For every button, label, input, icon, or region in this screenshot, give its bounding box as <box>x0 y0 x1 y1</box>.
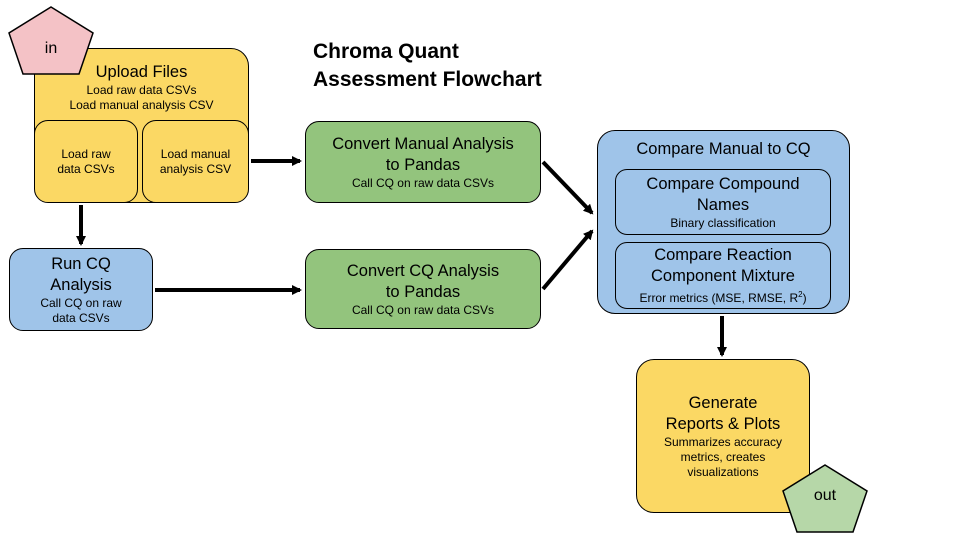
compare-names-desc: Binary classification <box>670 215 776 230</box>
convert-cq-desc: Call CQ on raw data CSVs <box>351 302 495 317</box>
title-line-2: Assessment Flowchart <box>313 68 542 91</box>
output-marker-label: out <box>813 487 837 504</box>
run-cq-title-2: Analysis <box>50 275 112 294</box>
reports-node[interactable]: Generate Reports & Plots Summarizes accu… <box>636 359 810 513</box>
convert-manual-desc: Call CQ on raw data CSVs <box>351 175 495 190</box>
title-line-1: Chroma Quant <box>313 40 459 63</box>
compare-names-title-1: Compare Compound <box>646 174 800 193</box>
convert-cq-title-2: to Pandas <box>385 282 461 301</box>
upload-files-line-1: Load raw data CSVs <box>86 83 197 97</box>
load-manual-line-1: Load manual <box>160 146 231 161</box>
compare-title: Compare Manual to CQ <box>636 140 811 158</box>
convert-cq-node[interactable]: Convert CQ Analysis to Pandas Call CQ on… <box>305 249 541 329</box>
compare-mixture-desc-end: ) <box>802 291 807 305</box>
input-marker-label: in <box>44 40 58 57</box>
compare-mixture-title-1: Compare Reaction <box>654 246 792 264</box>
compare-mixture-title-2: Component Mixture <box>651 267 795 285</box>
run-cq-desc-2: data CSVs <box>52 310 110 325</box>
arrow-convert-manual-to-compare <box>541 160 594 215</box>
upload-files-line-2: Load manual analysis CSV <box>69 98 214 112</box>
compare-mixture-desc: Error metrics (MSE, RMSE, R2) <box>639 287 806 306</box>
reports-desc-1: Summarizes accuracy <box>663 434 783 449</box>
reports-title-2: Reports & Plots <box>665 414 781 433</box>
load-manual-line-2: analysis CSV <box>159 161 232 176</box>
run-cq-title-1: Run CQ <box>51 254 111 273</box>
upload-files-title: Upload Files <box>95 63 188 81</box>
input-pentagon <box>8 6 94 75</box>
load-manual-node[interactable]: Load manual analysis CSV <box>142 120 249 203</box>
convert-manual-title-1: Convert Manual Analysis <box>332 134 514 153</box>
reports-desc-3: visualizations <box>687 464 759 479</box>
run-cq-node[interactable]: Run CQ Analysis Call CQ on raw data CSVs <box>9 248 153 331</box>
load-raw-line-1: Load raw <box>61 146 111 161</box>
compare-mixture-node[interactable]: Compare Reaction Component Mixture Error… <box>615 242 831 309</box>
load-raw-node[interactable]: Load raw data CSVs <box>34 120 138 203</box>
reports-desc-2: metrics, creates <box>680 449 766 464</box>
compare-names-title-2: Names <box>696 195 750 214</box>
convert-manual-node[interactable]: Convert Manual Analysis to Pandas Call C… <box>305 121 541 203</box>
compare-names-node[interactable]: Compare Compound Names Binary classifica… <box>615 169 831 235</box>
compare-mixture-desc-text: Error metrics (MSE, RMSE, R <box>639 291 799 305</box>
output-pentagon <box>782 464 868 533</box>
convert-cq-title-1: Convert CQ Analysis <box>346 261 500 280</box>
run-cq-desc-1: Call CQ on raw <box>40 295 122 310</box>
compare-mixture-desc-sup: 2 <box>798 290 803 299</box>
page-title: Chroma Quant Assessment Flowchart <box>313 38 542 94</box>
convert-manual-title-2: to Pandas <box>385 155 461 174</box>
arrow-convert-cq-to-compare <box>541 229 594 291</box>
reports-title-1: Generate <box>688 393 758 412</box>
load-raw-line-2: data CSVs <box>57 161 115 176</box>
